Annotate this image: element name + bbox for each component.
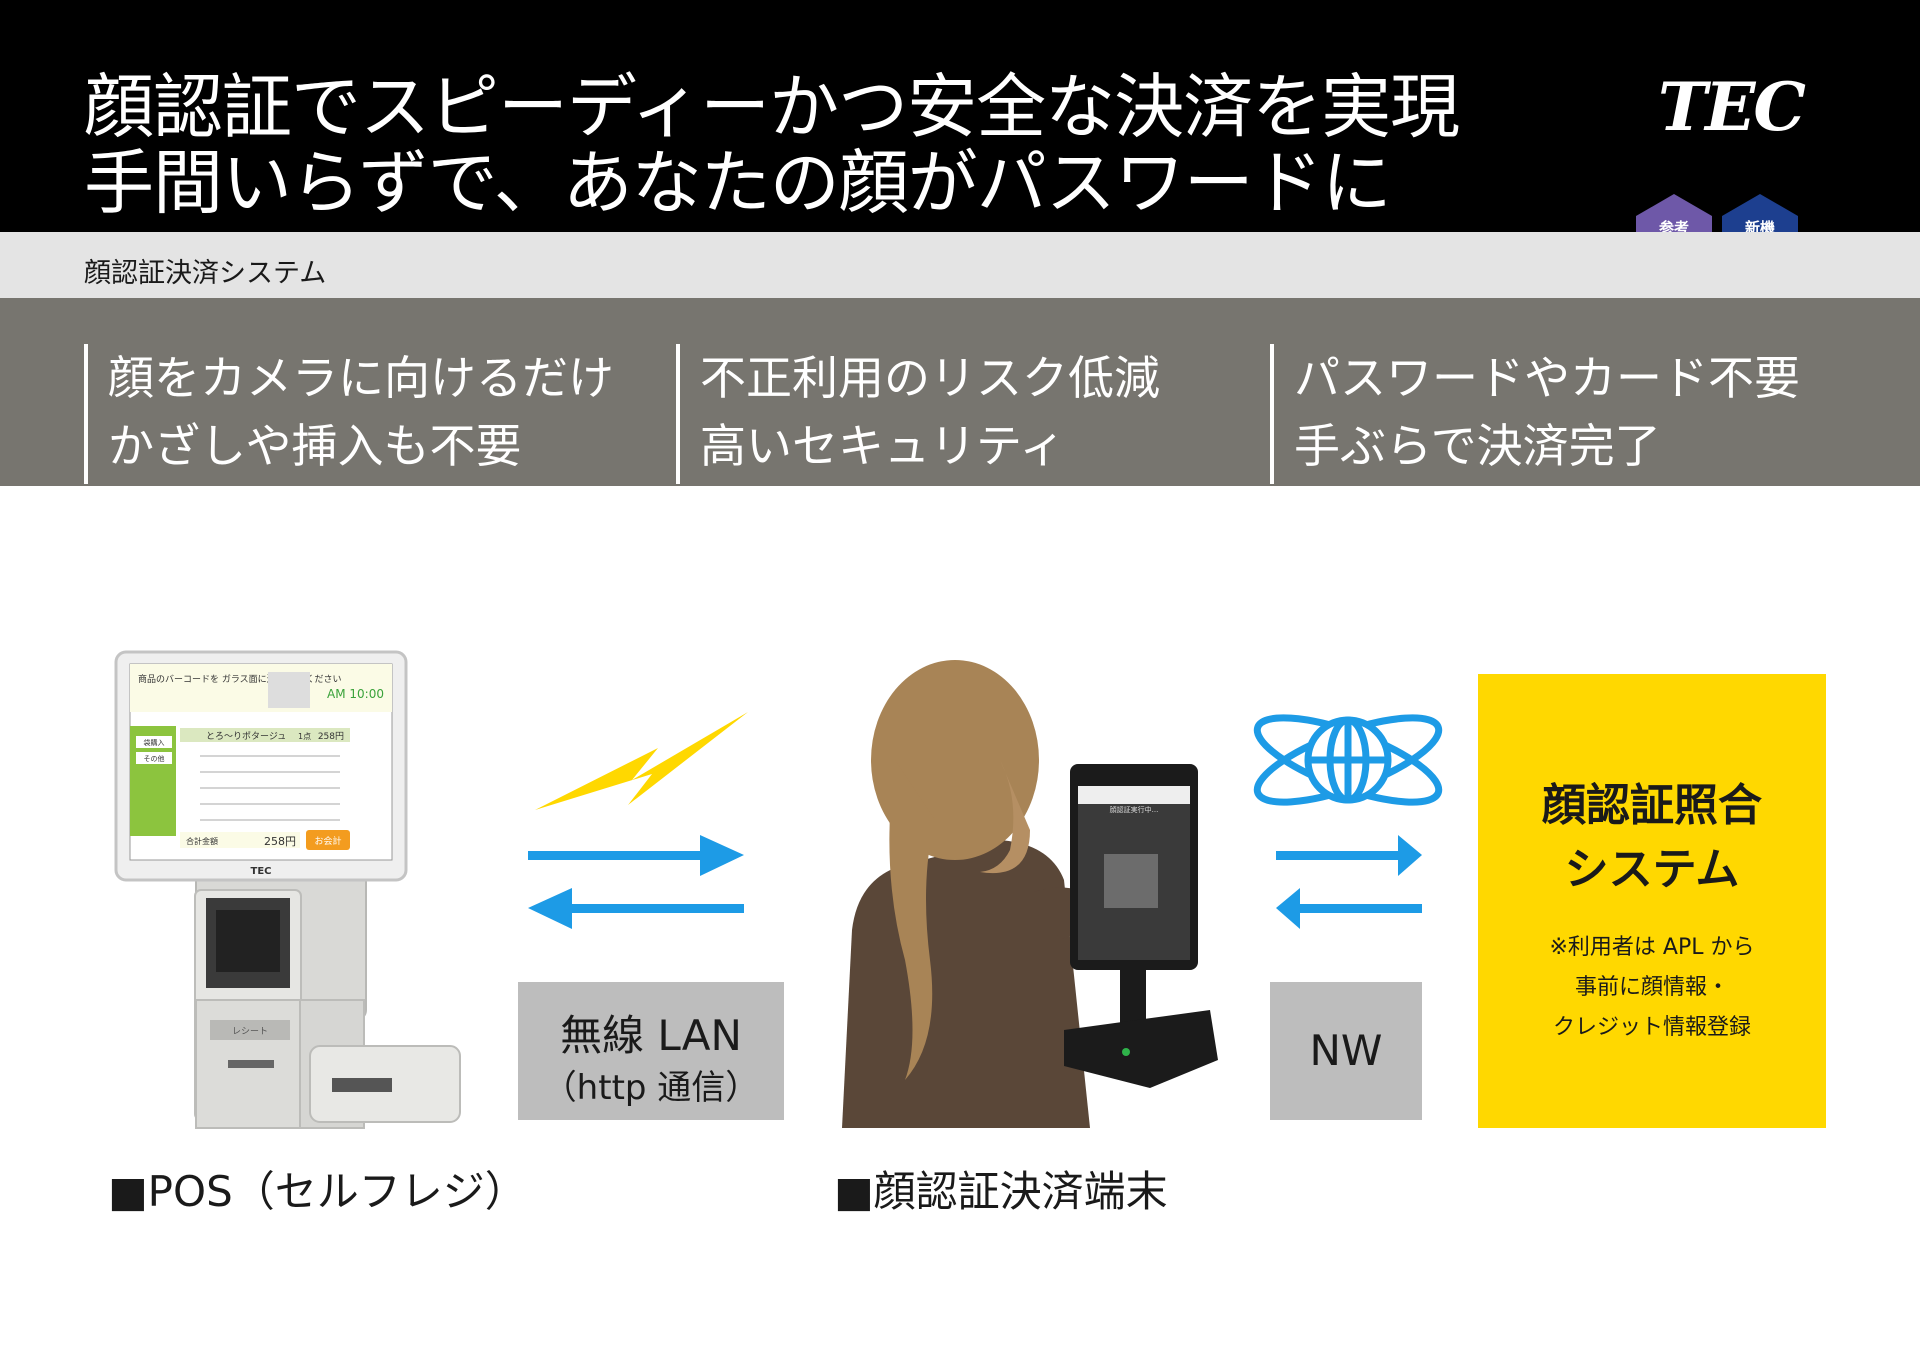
pos-item-name: とろ〜りポタージュ	[206, 731, 286, 742]
wireless-lan-box: 無線 LAN （http 通信）	[518, 982, 784, 1120]
tec-logo: TEC	[1658, 68, 1806, 146]
feature-line1: パスワードやカード不要	[1294, 351, 1800, 405]
http-label: （http 通信）	[542, 1068, 760, 1108]
feature-line2: 手ぶらで決済完了	[1294, 419, 1661, 473]
caption-pos: ■POS（セルフレジ）	[108, 1167, 527, 1216]
pos-total-label: 合計金額	[186, 836, 218, 846]
pos-item-qty: 1点	[298, 732, 311, 741]
feature-item: 顔をカメラに向けるだけ かざしや挿入も不要	[84, 344, 614, 484]
system-note-line2: 事前に顔情報・	[1574, 975, 1729, 1000]
pos-instruction: 商品のバーコードを ガラス面に近づけて ください	[138, 673, 342, 685]
feature-line1: 顔をカメラに向けるだけ	[108, 351, 614, 405]
pos-brand: TEC	[251, 866, 272, 877]
network-box: NW	[1270, 982, 1422, 1120]
pos-side-button: その他	[144, 754, 165, 763]
system-title-line2: システム	[1564, 844, 1740, 895]
face-match-system-box: 顔認証照合 システム ※利用者は APL から 事前に顔情報・ クレジット情報登…	[1478, 674, 1826, 1128]
pos-item-price: 258円	[318, 731, 344, 742]
feature-item: パスワードやカード不要 手ぶらで決済完了	[1270, 344, 1800, 484]
caption-terminal: ■顔認証決済端末	[834, 1167, 1168, 1216]
pos-side-button: 袋購入	[144, 738, 165, 747]
arrow-left-icon	[528, 888, 744, 929]
system-title-line1: 顔認証照合	[1542, 780, 1762, 831]
system-note-line1: ※利用者は APL から	[1549, 935, 1755, 960]
feature-item: 不正利用のリスク低減 高いセキュリティ	[676, 344, 1160, 484]
wireless-lan-label: 無線 LAN	[560, 1011, 742, 1060]
header-bar	[0, 0, 1920, 232]
pos-kiosk: レシート 商品のバーコードを ガラス面に近づけて ください AM 10:00 袋…	[114, 650, 461, 1129]
face-terminal: 顔認証実行中...	[1064, 764, 1218, 1088]
arrow-left-icon	[1276, 888, 1422, 929]
feature-line2: 高いセキュリティ	[700, 419, 1066, 473]
person-illustration	[842, 660, 1102, 1128]
feature-line2: かざしや挿入も不要	[108, 419, 522, 473]
feature-band: 顔をカメラに向けるだけ かざしや挿入も不要 不正利用のリスク低減 高いセキュリテ…	[0, 298, 1920, 486]
page-subtitle: 顔認証決済システム	[84, 258, 327, 289]
printer-label: レシート	[232, 1027, 268, 1037]
feature-line1: 不正利用のリスク低減	[700, 351, 1160, 405]
terminal-status: 顔認証実行中...	[1110, 805, 1159, 814]
pos-total-value: 258円	[264, 835, 296, 848]
arrow-right-icon	[1276, 835, 1422, 876]
lightning-icon	[535, 712, 748, 810]
arrow-right-icon	[528, 835, 744, 876]
pos-time: AM 10:00	[327, 687, 384, 701]
system-note: ※利用者は APL から 事前に顔情報・ クレジット情報登録	[1478, 928, 1826, 1048]
system-title: 顔認証照合 システム	[1478, 774, 1826, 902]
system-note-line3: クレジット情報登録	[1552, 1015, 1751, 1040]
headline-line2: 手間いらずで、あなたの顔がパスワードに	[84, 142, 1392, 224]
pos-pay-button: お会計	[314, 835, 341, 847]
globe-icon	[1253, 714, 1443, 806]
subtitle-bar	[0, 232, 1920, 298]
headline-line1: 顔認証でスピーディーかつ安全な決済を実現	[84, 66, 1460, 148]
